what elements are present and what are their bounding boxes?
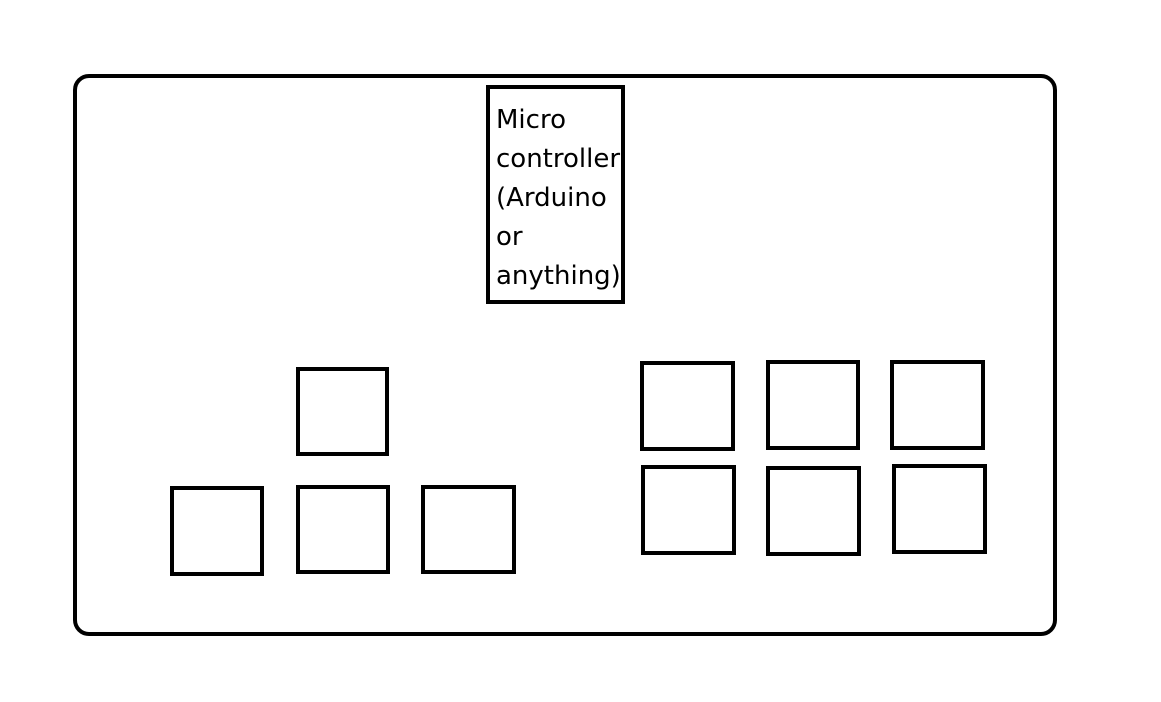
right-cluster-button-1 <box>640 361 735 451</box>
right-cluster-button-3 <box>890 360 985 450</box>
right-cluster-button-6 <box>892 464 987 554</box>
right-cluster-button-5 <box>766 466 861 556</box>
left-cluster-button-top <box>296 367 389 456</box>
microcontroller-box: Micro controller (Arduino or anything) <box>486 85 625 304</box>
left-cluster-button-right <box>421 485 516 574</box>
controller-enclosure <box>73 74 1057 636</box>
left-cluster-button-middle <box>296 485 390 574</box>
right-cluster-button-4 <box>641 465 736 555</box>
microcontroller-label: Micro controller (Arduino or anything) <box>496 105 621 291</box>
left-cluster-button-left <box>170 486 264 576</box>
right-cluster-button-2 <box>766 360 860 450</box>
